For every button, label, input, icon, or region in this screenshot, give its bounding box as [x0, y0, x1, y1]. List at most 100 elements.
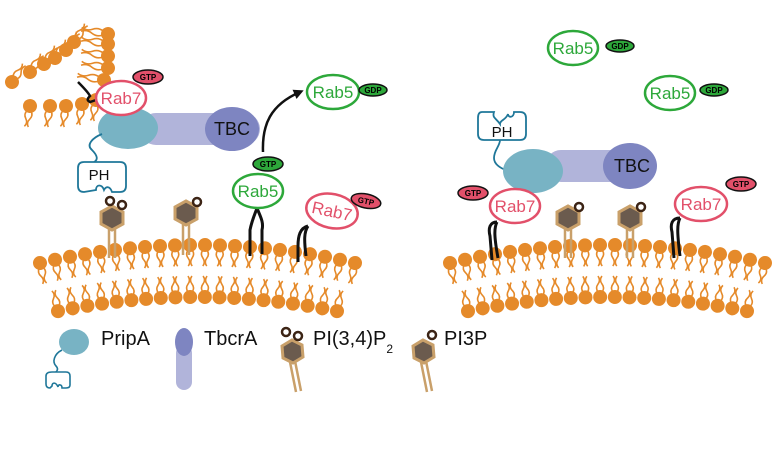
lipid — [258, 241, 272, 270]
lipid — [458, 252, 472, 282]
lipid — [519, 280, 534, 309]
lipid — [63, 249, 77, 279]
rab7-gtp-vesicle: Rab7 GTP — [94, 69, 164, 117]
lipid — [651, 277, 666, 306]
membrane-left — [33, 238, 362, 319]
lipid — [256, 278, 271, 308]
lipid — [123, 241, 137, 270]
lipid — [48, 252, 62, 282]
lipid — [241, 277, 256, 306]
legend-label: PI3P — [444, 328, 487, 350]
lipid — [228, 239, 242, 268]
lipid — [124, 278, 139, 308]
lipid — [271, 280, 286, 309]
rab7-prenyl-anchor — [77, 81, 97, 104]
lipid — [681, 280, 696, 309]
lipid — [578, 238, 592, 267]
vesicle-membrane-fragment — [5, 23, 115, 128]
tbc-label: TBC — [214, 119, 250, 139]
lipid — [653, 240, 667, 269]
lipid — [698, 244, 712, 274]
ph-label: PH — [89, 167, 110, 184]
lipid — [213, 238, 227, 267]
lipid — [300, 284, 315, 313]
pripA-icon — [59, 329, 89, 355]
legend-item-tbcrA: TbcrA — [175, 328, 258, 390]
lipid — [153, 239, 167, 268]
lipid — [80, 60, 115, 75]
ph-domain-right: PH — [477, 111, 527, 171]
gtp-badge: GTP — [140, 73, 157, 82]
lipid — [33, 256, 48, 285]
lipid — [288, 244, 302, 274]
lipid — [139, 277, 154, 306]
legend-label: PI(3,4)P2 — [313, 328, 393, 356]
lipid — [725, 286, 740, 316]
gtp-badge: GTP — [260, 160, 277, 169]
lipid — [78, 247, 92, 276]
lipid — [67, 23, 88, 49]
lipid — [5, 63, 26, 89]
gtp-badge: GTP — [465, 189, 482, 198]
lipid — [461, 289, 475, 319]
gdp-badge: GDP — [705, 86, 723, 95]
rab7-label: Rab7 — [495, 197, 536, 216]
pi3p-lipid — [555, 201, 585, 258]
gtp-badge: GTP — [357, 195, 376, 207]
lipid — [75, 97, 89, 126]
lipid — [93, 244, 107, 274]
lipid — [593, 238, 607, 267]
lipid — [666, 278, 681, 308]
pi3p-lipid — [173, 196, 203, 255]
lipid — [273, 242, 287, 272]
pi34p2-lipid — [99, 195, 128, 258]
tbcrA-body-icon — [176, 345, 192, 390]
lipid — [518, 242, 532, 272]
lipid — [593, 275, 608, 305]
legend-item-pi3p: PI3P — [411, 328, 487, 393]
lipid — [43, 99, 57, 128]
lipid — [153, 276, 168, 305]
lipid — [695, 282, 710, 311]
lipid — [683, 242, 697, 272]
rab5-label: Rab5 — [313, 83, 354, 102]
rab5-gdp-free-2: Rab5 GDP — [643, 74, 729, 112]
rab7-gtp-membrane-right-a: Rab7 GTP — [457, 185, 542, 261]
tbc-domain — [205, 107, 259, 151]
membrane-right — [443, 238, 772, 319]
lipid — [138, 240, 152, 269]
pi3p-lipid — [617, 201, 647, 258]
release-arrow — [261, 89, 304, 153]
lipid — [503, 244, 517, 274]
tbcrA-complex-left: TBC — [98, 107, 260, 151]
tbc-label: TBC — [614, 156, 650, 176]
lipid — [23, 99, 37, 128]
ph-domain-left: PH — [77, 133, 127, 193]
rab5-label: Rab5 — [238, 182, 279, 201]
lipid — [505, 282, 520, 311]
lipid — [534, 278, 549, 308]
tbcrA-complex-right: TBC — [503, 143, 657, 193]
legend: PripA TbcrA PI(3,4)P2 PI3P — [45, 326, 487, 393]
lipid — [80, 26, 115, 41]
lipid — [473, 249, 487, 279]
lipid — [743, 252, 757, 282]
lipid — [168, 238, 182, 267]
tbc-domain — [603, 143, 657, 189]
legend-label: TbcrA — [204, 328, 258, 350]
gtp-badge: GTP — [733, 180, 750, 189]
lipid — [95, 282, 110, 311]
lipid — [330, 289, 344, 319]
lipid — [622, 275, 637, 305]
lipid — [578, 275, 593, 305]
lipid — [608, 238, 622, 267]
lipid — [740, 289, 754, 319]
lipid — [59, 99, 73, 128]
lipid — [80, 284, 95, 313]
lipid — [638, 239, 652, 268]
lipid — [533, 241, 547, 270]
lipid — [80, 36, 115, 51]
lipid — [713, 247, 727, 276]
